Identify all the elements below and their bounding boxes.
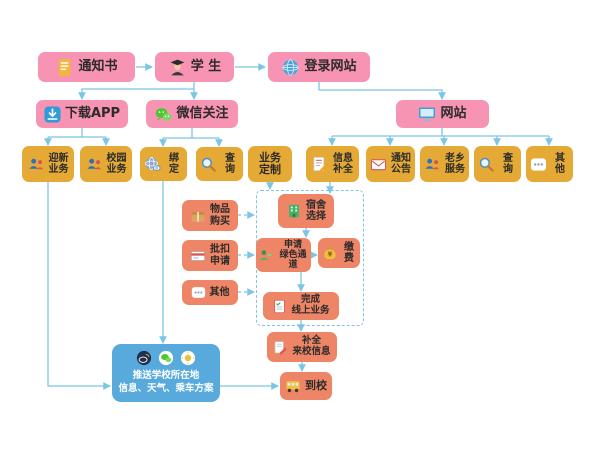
building-icon <box>286 203 302 219</box>
green-person-icon <box>258 248 273 263</box>
weibo-icon <box>136 350 152 366</box>
pencil-paper-icon <box>273 340 288 355</box>
student-label: 学 生 <box>190 58 222 74</box>
people-icon <box>424 156 441 173</box>
download-app-label: 下载APP <box>64 105 121 121</box>
business-custom-node: 业务 定制 <box>248 146 292 182</box>
login-website-node: 登录网站 <box>268 52 370 82</box>
more-dots-icon <box>530 156 547 173</box>
svg-text:¥: ¥ <box>328 251 333 259</box>
search-icon <box>478 156 495 173</box>
card-icon <box>190 248 206 264</box>
bus-icon <box>285 378 301 394</box>
wechat-icon <box>155 106 172 123</box>
form-pencil-icon <box>312 156 329 173</box>
wechat-follow-node: 微信关注 <box>146 100 238 128</box>
student-node: 学 生 <box>155 52 234 82</box>
push-panel-icons <box>136 350 196 366</box>
notice-node: 通知书 <box>38 52 135 82</box>
wechat-icon <box>158 350 174 366</box>
website-node: 网站 <box>396 100 489 128</box>
batch-deduction-label: 批扣 申请 <box>210 244 230 267</box>
monitor-icon <box>418 105 436 123</box>
people-icon <box>28 156 45 173</box>
weather-icon <box>180 350 196 366</box>
bind-globe-icon <box>144 156 161 173</box>
student-icon <box>168 58 187 77</box>
payment-node: ¥ 缴费 <box>318 238 360 268</box>
wechat-query-node: 查询 <box>196 147 243 181</box>
info-complete-label: 信息 补全 <box>333 152 353 175</box>
fellow-service-label: 老乡 服务 <box>445 152 465 175</box>
welcome-service-label: 迎新 业务 <box>48 152 69 175</box>
welcome-service-node: 迎新 业务 <box>22 146 74 182</box>
envelope-icon <box>370 156 387 173</box>
green-channel-node: 申请 绿色通道 <box>256 238 311 272</box>
document-icon <box>55 58 74 77</box>
push-info-panel: 推送学校所在地 信息、天气、乘车方案 <box>112 344 220 402</box>
fill-arrival-info-label: 补全 来校信息 <box>292 335 331 357</box>
wechat-query-label: 查询 <box>225 152 235 175</box>
wechat-follow-label: 微信关注 <box>176 105 229 121</box>
campus-service-label: 校园 业务 <box>106 152 127 175</box>
announcement-label: 通知 公告 <box>391 152 411 175</box>
notice-label: 通知书 <box>78 58 118 74</box>
info-complete-node: 信息 补全 <box>306 146 359 182</box>
arrive-school-label: 到校 <box>305 378 327 392</box>
batch-deduction-node: 批扣 申请 <box>182 240 238 271</box>
campus-service-node: 校园 业务 <box>80 146 132 182</box>
item-purchase-node: 物品 购买 <box>182 200 238 231</box>
side-other-node: 其他 <box>182 280 238 305</box>
checklist-icon <box>272 299 287 314</box>
website-query-label: 查询 <box>503 152 513 175</box>
fill-arrival-info-node: 补全 来校信息 <box>267 332 337 362</box>
bind-label: 绑定 <box>169 152 179 175</box>
website-other-node: 其他 <box>526 146 573 182</box>
moneybag-icon: ¥ <box>322 245 338 261</box>
finish-online-node: 完成 线上业务 <box>263 292 339 320</box>
website-label: 网站 <box>440 105 467 121</box>
more-dots-icon <box>191 285 206 300</box>
dorm-selection-node: 宿舍 选择 <box>278 194 334 228</box>
download-icon <box>44 105 61 123</box>
green-channel-label: 申请 绿色通道 <box>279 239 307 271</box>
login-website-label: 登录网站 <box>304 58 357 74</box>
people-icon <box>86 156 103 173</box>
side-other-label: 其他 <box>209 286 230 298</box>
download-app-node: 下载APP <box>36 100 128 128</box>
announcement-node: 通知 公告 <box>366 146 415 182</box>
finish-online-label: 完成 线上业务 <box>291 294 330 316</box>
arrive-school-node: 到校 <box>280 372 332 400</box>
item-purchase-label: 物品 购买 <box>210 204 230 227</box>
push-info-label: 推送学校所在地 信息、天气、乘车方案 <box>118 370 214 394</box>
website-query-node: 查询 <box>474 146 521 182</box>
package-icon <box>190 208 206 224</box>
website-other-label: 其他 <box>555 152 565 175</box>
dorm-selection-label: 宿舍 选择 <box>306 199 326 222</box>
payment-label: 缴费 <box>344 241 354 264</box>
fellow-service-node: 老乡 服务 <box>420 146 469 182</box>
search-icon <box>200 156 217 173</box>
bind-node: 绑定 <box>140 147 187 181</box>
globe-icon <box>281 58 300 77</box>
business-custom-label: 业务 定制 <box>259 150 281 176</box>
